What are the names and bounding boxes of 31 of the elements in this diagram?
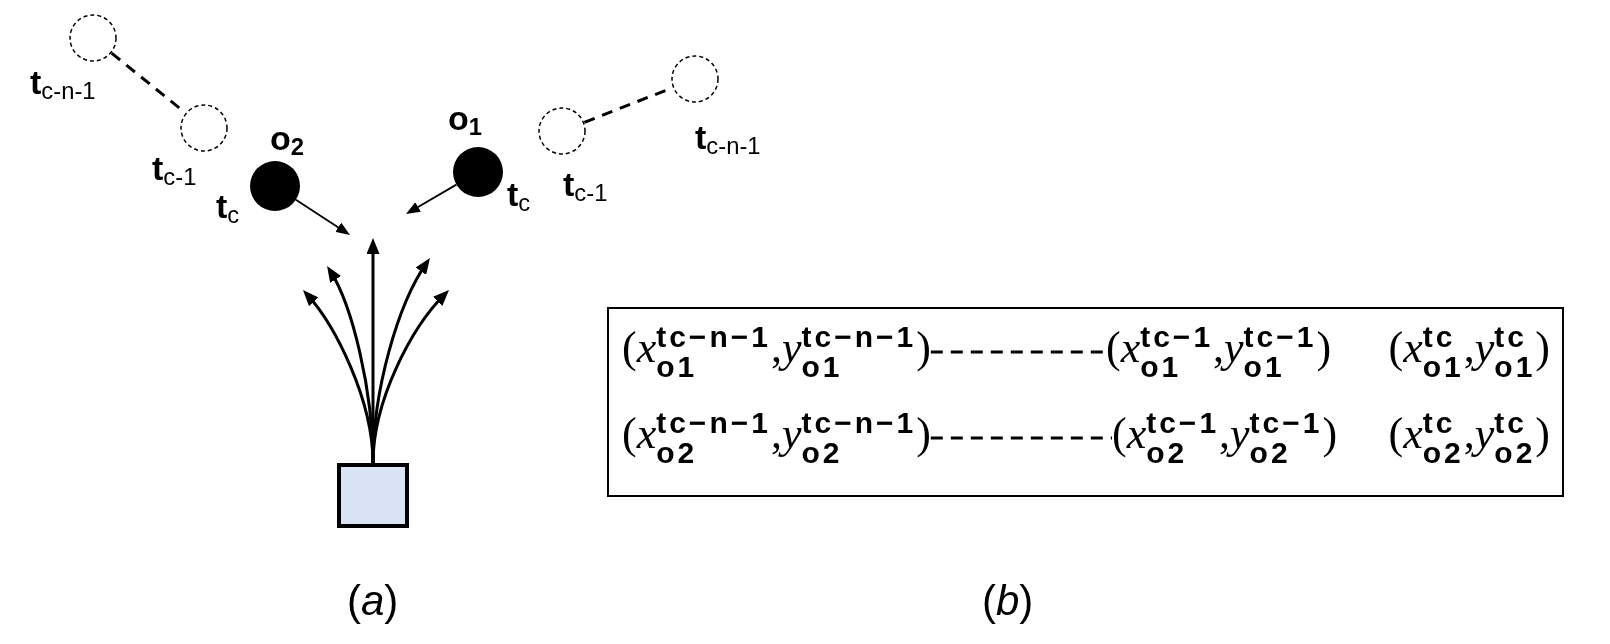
time-label: t$_{c-1}$ — [152, 150, 197, 189]
time-label: t$_{c}$ — [507, 176, 531, 215]
signal-arrow — [327, 265, 375, 464]
past-position-circle — [180, 104, 228, 152]
panel-frame — [607, 307, 1564, 497]
past-position-circle — [671, 55, 719, 103]
dashed-connector — [930, 436, 1112, 440]
time-label: t$_{c-1}$ — [563, 166, 608, 205]
time-label: t$_{c-n-1}$ — [695, 119, 761, 158]
panel-caption: (b) — [982, 578, 1034, 625]
time-label: t$_{c}$ — [216, 188, 240, 227]
motion-arrow — [405, 183, 458, 214]
object-label: o$_{1}$ — [448, 100, 483, 139]
coordinate-expression: (x$_{o1}$$^{tc−1}$,y$_{o1}$$^{tc−1}$) — [1106, 322, 1332, 382]
past-position-circle — [538, 107, 586, 155]
motion-arrow — [295, 198, 350, 235]
coordinate-expression: (x$_{o2}$$^{tc−1}$,y$_{o2}$$^{tc−1}$) — [1112, 408, 1338, 468]
sensor-box — [337, 463, 409, 528]
object-circle — [250, 161, 300, 211]
time-label: t$_{c-n-1}$ — [30, 64, 96, 103]
signal-arrow — [371, 289, 449, 464]
dashed-connector — [930, 350, 1106, 354]
coordinate-expression: (x$_{o2}$$^{tc−n−1}$,y$_{o2}$$^{tc−n−1}$) — [622, 408, 931, 468]
past-position-circle — [69, 14, 117, 62]
signal-arrow — [371, 257, 430, 464]
coordinate-expression: (x$_{o1}$$^{tc−n−1}$,y$_{o1}$$^{tc−n−1}$) — [622, 322, 931, 382]
object-circle — [453, 147, 503, 197]
coordinate-expression: (x$_{o2}$$^{tc}$,y$_{o2}$$^{tc}$) — [1388, 408, 1550, 468]
coordinate-expression: (x$_{o1}$$^{tc}$,y$_{o1}$$^{tc}$) — [1388, 322, 1550, 382]
object-label: o$_{2}$ — [270, 120, 305, 159]
panel-caption: (a) — [347, 578, 399, 625]
